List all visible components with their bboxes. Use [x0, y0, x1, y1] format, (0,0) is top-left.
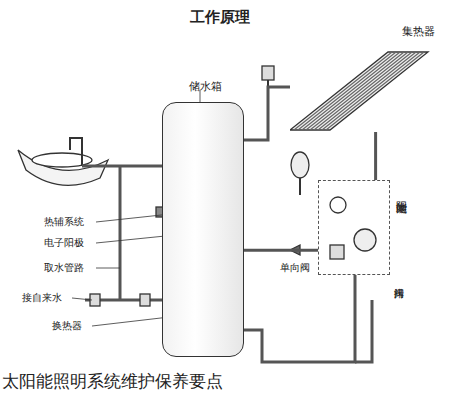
sink-basin: [18, 150, 108, 185]
part-label: 电子阳极: [44, 237, 84, 249]
expansion-vessel: [291, 152, 309, 178]
vacuum-tube: [326, 52, 424, 130]
component-label: 集热器: [402, 26, 435, 38]
drain-pipe: [355, 300, 372, 362]
vent-stem: [267, 80, 269, 90]
draw-pipe: [119, 166, 122, 300]
vacuum-tube: [322, 52, 420, 130]
component-box: 储水箱: [162, 102, 244, 357]
vacuum-tube: [306, 52, 404, 130]
part-label: 单向阀: [280, 262, 310, 274]
diagram-title: 工作原理: [190, 8, 250, 26]
leader-line: [96, 268, 120, 269]
gauge: [330, 197, 346, 213]
controller: [330, 245, 344, 259]
collector-frame: [290, 52, 428, 130]
vacuum-tube: [314, 52, 412, 130]
pump: [354, 229, 376, 251]
vacuum-tube: [318, 52, 416, 130]
caption: 太阳能照明系统维护保养要点: [2, 370, 223, 392]
faucet: [70, 138, 82, 166]
air-vent: [262, 66, 274, 80]
part-label: 热辅系统: [44, 216, 84, 228]
vacuum-tube: [302, 52, 400, 130]
part-label: 取水管路: [44, 262, 84, 274]
part-label: 接自来水: [22, 292, 62, 304]
collector-panel: [290, 42, 430, 132]
check-valve: [290, 245, 300, 255]
vacuum-tube: [294, 52, 392, 130]
vacuum-tube: [298, 52, 396, 130]
pipe-connector: [374, 132, 377, 180]
part-label: 换热器: [52, 320, 82, 332]
return-pipe: [244, 275, 355, 362]
vacuum-tube: [310, 52, 408, 130]
hot-pipe: [82, 165, 162, 168]
pipe-connector: [244, 87, 290, 140]
component-label: 储水箱: [189, 81, 222, 93]
leader-line: [72, 298, 92, 300]
inlet-valve: [140, 294, 150, 306]
component-box: 太阳能站: [318, 180, 390, 275]
pipe-connector: [244, 249, 318, 252]
component-box: 集热器: [290, 42, 430, 132]
